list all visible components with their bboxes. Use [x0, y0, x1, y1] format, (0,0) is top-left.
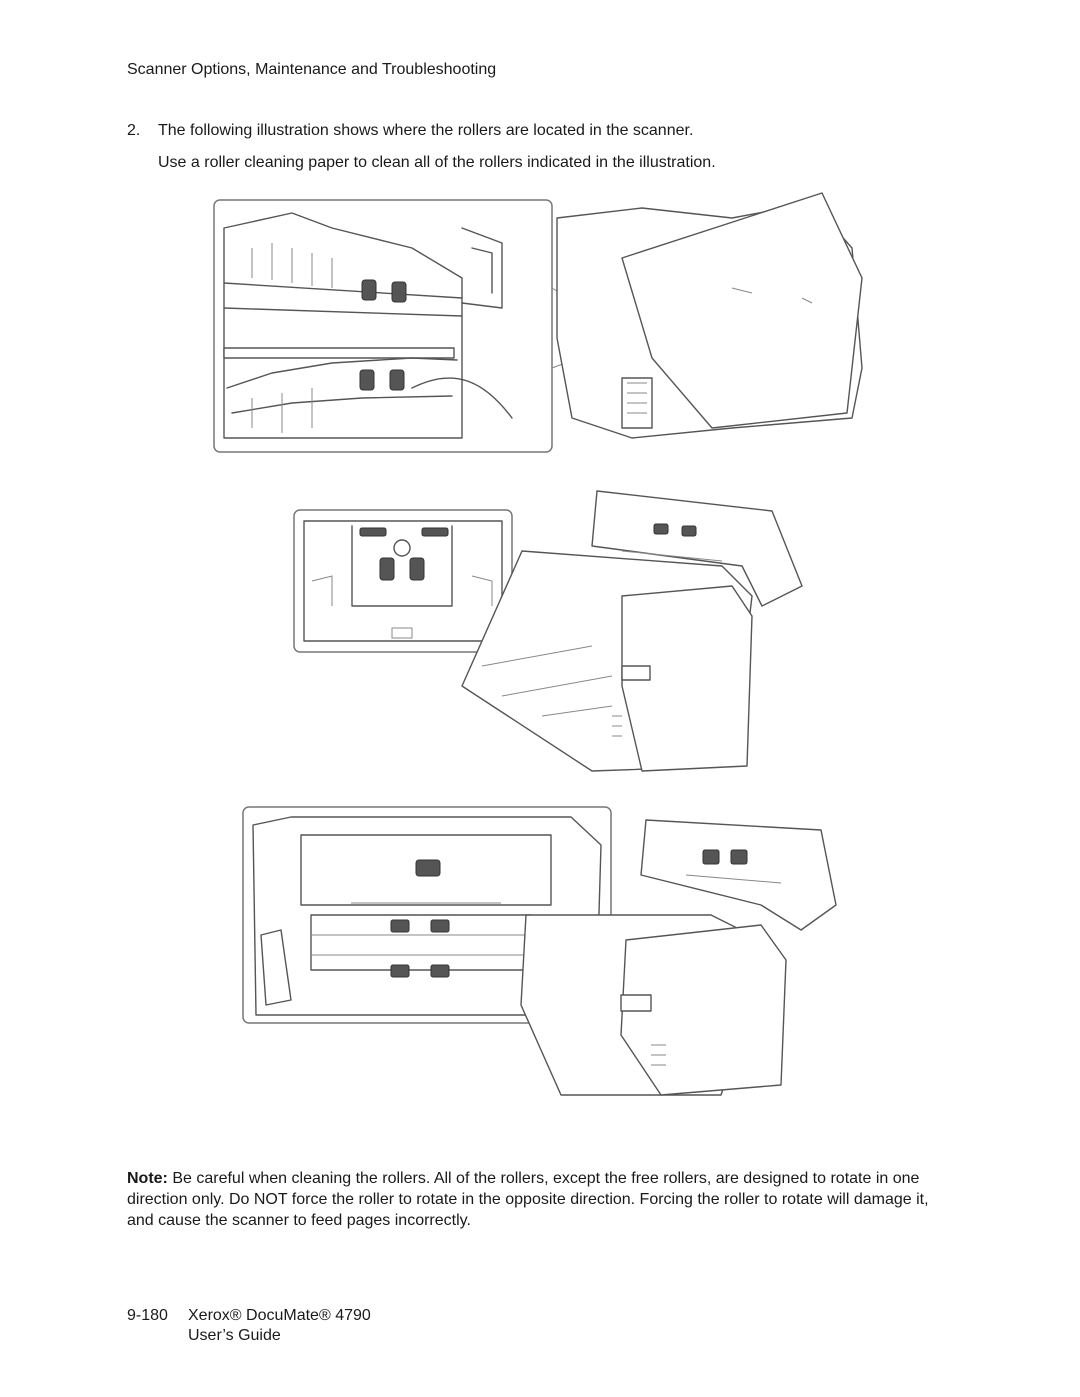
feed-roller-illustration	[292, 486, 812, 776]
scanner-lower-rollers-illustration	[242, 806, 837, 1096]
scanner-top-rollers-illustration	[213, 192, 863, 453]
step-text: The following illustration shows where t…	[158, 122, 694, 139]
scanner-feed-rollers-illustration	[293, 490, 803, 772]
note-label: Note:	[127, 1170, 168, 1187]
step-2: 2. The following illustration shows where…	[127, 122, 1007, 140]
product-name: Xerox® DocuMate® 4790	[188, 1307, 371, 1324]
guide-title: User’s Guide	[188, 1327, 281, 1344]
top-roller-illustration	[212, 188, 882, 463]
page-header: Scanner Options, Maintenance and Trouble…	[127, 61, 497, 78]
page-number: 9-180	[127, 1307, 168, 1324]
lower-roller-illustration	[241, 805, 841, 1105]
note-text: Be careful when cleaning the rollers. Al…	[127, 1170, 929, 1229]
step-number: 2.	[127, 122, 141, 139]
step-subtext: Use a roller cleaning paper to clean all…	[158, 154, 716, 171]
note-paragraph: Note: Be careful when cleaning the rolle…	[127, 1168, 957, 1231]
